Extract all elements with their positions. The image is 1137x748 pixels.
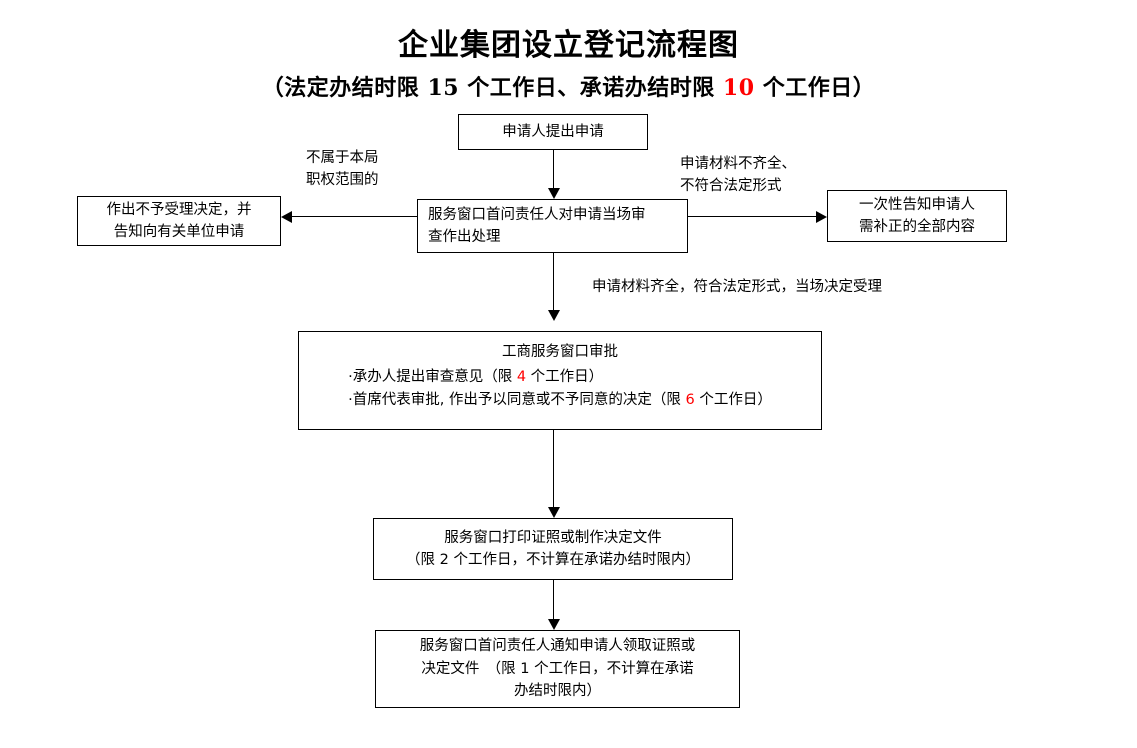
arrowhead-window-to-reject [281, 211, 292, 223]
page-title: 企业集团设立登记流程图 [398, 28, 739, 63]
connector-approval-to-print [553, 430, 554, 507]
node-approval-bullet-1-days: 4 [516, 369, 527, 386]
page-subtitle: （法定办结时限 15 个工作日、承诺办结时限 10 个工作日） [0, 70, 1137, 102]
node-pickup-notice-line3: 办结时限内） [514, 683, 601, 700]
arrowhead-window-to-approval [548, 310, 560, 321]
node-approval-bullet-1-after: 个工作日） [526, 369, 604, 386]
node-applicant-submits[interactable]: 申请人提出申请 [458, 114, 648, 150]
node-pickup-notice-line2: 决定文件 （限 1 个工作日，不计算在承诺 [421, 660, 694, 677]
node-window-review-line2: 查作出处理 [428, 229, 501, 245]
node-print-certificate-line1: 服务窗口打印证照或制作决定文件 [444, 529, 662, 546]
node-approval-bullet-2-before: ·首席代表审批, 作出予以同意或不予同意的决定（限 [348, 391, 686, 408]
node-applicant-submits-line1: 申请人提出申请 [502, 123, 604, 140]
node-approval-bullet-2-days: 6 [685, 391, 695, 408]
subtitle-before: （法定办结时限 15 个工作日、承诺办结时限 [261, 75, 723, 101]
node-approval-bullet-2-after: 个工作日） [694, 391, 772, 408]
node-pickup-notice[interactable]: 服务窗口首问责任人通知申请人领取证照或 决定文件 （限 1 个工作日，不计算在承… [375, 630, 740, 708]
node-print-certificate[interactable]: 服务窗口打印证照或制作决定文件 （限 2 个工作日，不计算在承诺办结时限内） [373, 518, 733, 580]
node-print-certificate-line2: （限 2 个工作日，不计算在承诺办结时限内） [406, 552, 700, 568]
node-window-review-line1: 服务窗口首问责任人对申请当场审 [428, 206, 646, 223]
node-notify-corrections-line2: 需补正的全部内容 [859, 219, 975, 235]
node-notify-corrections-line1: 一次性告知申请人 [859, 196, 975, 213]
connector-window-to-notify [688, 216, 816, 217]
node-pickup-notice-line1: 服务窗口首问责任人通知申请人领取证照或 [419, 638, 696, 655]
arrowhead-approval-to-print [548, 507, 560, 518]
subtitle-after: 个工作日） [754, 75, 876, 101]
connector-print-to-final [553, 580, 554, 619]
label-materials-incomplete-line2: 不符合法定形式 [680, 177, 782, 194]
node-notify-corrections[interactable]: 一次性告知申请人 需补正的全部内容 [827, 190, 1007, 242]
label-not-jurisdiction: 不属于本局 职权范围的 [306, 148, 379, 192]
label-not-jurisdiction-line2: 职权范围的 [306, 171, 379, 188]
node-approval-bullet-1-before: ·承办人提出审查意见（限 [348, 369, 517, 386]
arrowhead-apply-to-window [548, 188, 560, 199]
node-reject-decision[interactable]: 作出不予受理决定，并 告知向有关单位申请 [77, 196, 281, 246]
label-materials-incomplete: 申请材料不齐全、 不符合法定形式 [680, 154, 796, 198]
label-materials-incomplete-line1: 申请材料不齐全、 [680, 156, 796, 172]
node-window-review[interactable]: 服务窗口首问责任人对申请当场审 查作出处理 [417, 199, 688, 253]
node-reject-decision-line2: 告知向有关单位申请 [113, 224, 245, 240]
label-not-jurisdiction-line1: 不属于本局 [306, 150, 379, 166]
arrowhead-window-to-notify [816, 211, 827, 223]
label-materials-complete: 申请材料齐全，符合法定形式，当场决定受理 [592, 279, 882, 295]
node-approval-bullet-2: ·首席代表审批, 作出予以同意或不予同意的决定（限 6 个工作日） [348, 389, 772, 411]
subtitle-highlight-days: 10 [722, 75, 755, 101]
connector-apply-to-window [553, 150, 554, 188]
arrowhead-print-to-final [548, 619, 560, 630]
connector-window-to-approval [553, 253, 554, 310]
connector-window-to-reject [292, 216, 417, 217]
node-approval-bullets: ·承办人提出审查意见（限 4 个工作日） ·首席代表审批, 作出予以同意或不予同… [348, 366, 772, 411]
node-approval-bullet-1: ·承办人提出审查意见（限 4 个工作日） [348, 366, 772, 388]
node-approval[interactable]: 工商服务窗口审批 ·承办人提出审查意见（限 4 个工作日） ·首席代表审批, 作… [298, 331, 822, 430]
node-reject-decision-line1: 作出不予受理决定，并 [106, 201, 252, 218]
node-approval-heading: 工商服务窗口审批 [502, 344, 618, 360]
